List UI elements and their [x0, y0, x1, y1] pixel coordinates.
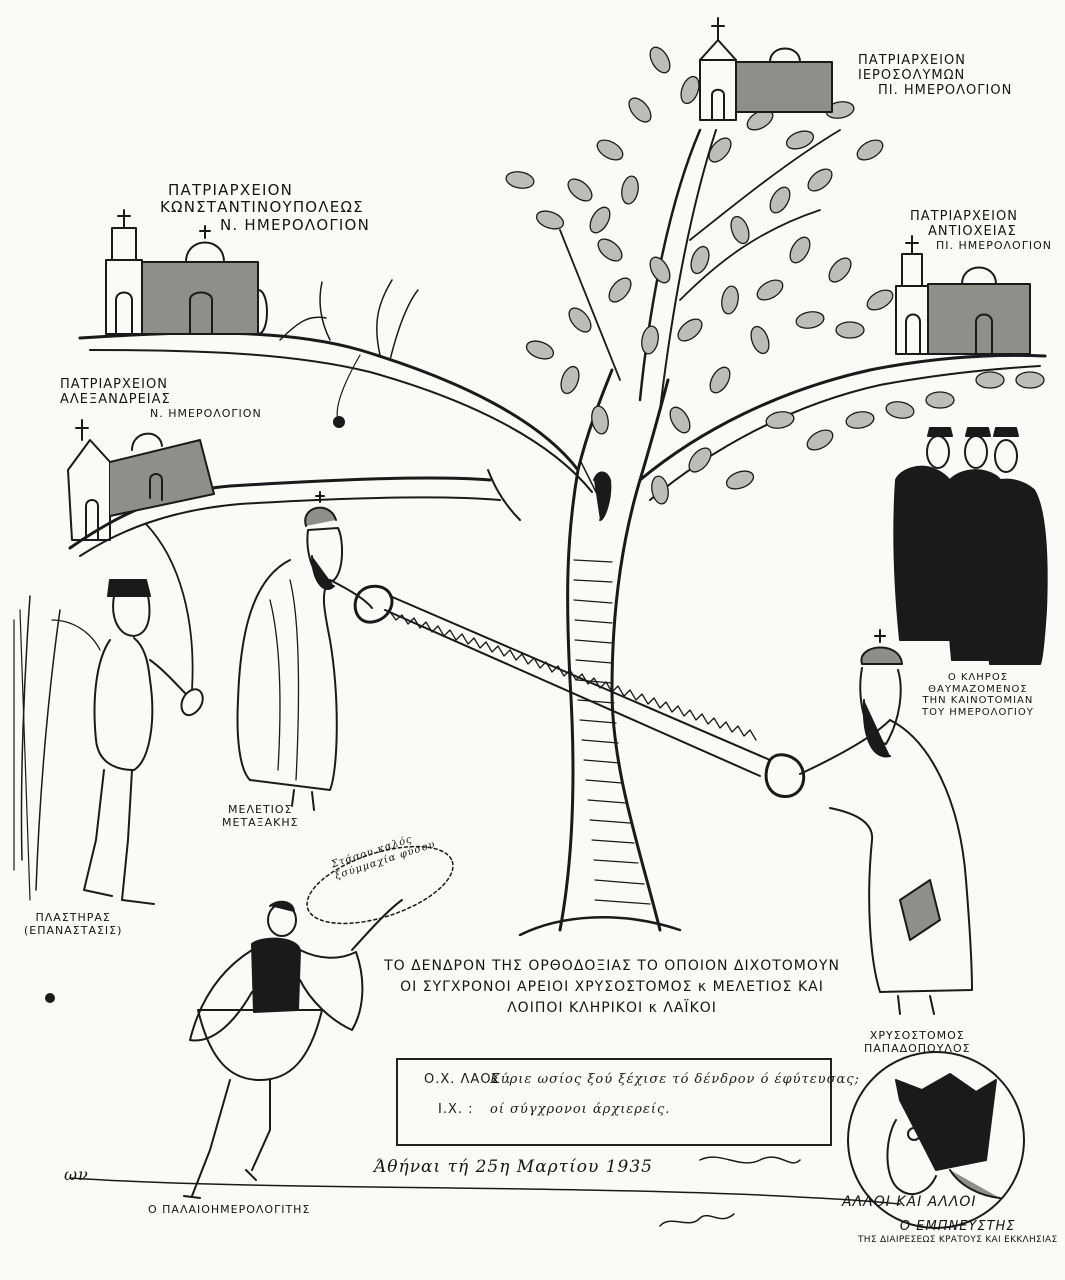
label-line: ΠΑΤΡΙΑΡΧΕΙΟΝ: [60, 377, 168, 392]
label-inspirer-name: ΑΛΛΟΙ ΚΑΙ ΑΛΛΟΙ: [842, 1194, 977, 1210]
figure-inspirer: [847, 1051, 1025, 1229]
saw: [353, 584, 806, 798]
figure-evzone: [183, 845, 454, 1199]
label-antioch: ΠΑΤΡΙΑΡΧΕΙΟΝ ΑΝΤΙΟΧΕΙΑΣ ΠΙ. ΗΜΕΡΟΛΟΓΙΟΝ: [910, 209, 1052, 253]
label-old-calendarist: Ο ΠΑΛΑΙΟΗΜΕΡΟΛΟΓΙΤΗΣ: [148, 1203, 311, 1217]
church-antioch: [895, 235, 1031, 355]
label-line: Ν. ΗΜΕΡΟΛΟΓΙΟΝ: [220, 215, 370, 234]
label-line: ΤΗΝ ΚΑΙΝΟΤΟΜΙΑΝ: [922, 695, 1034, 706]
label-line: ΑΛΛΟΙ ΚΑΙ ΑΛΛΟΙ: [842, 1194, 977, 1210]
dialog-speaker: Ι.Χ. :: [438, 1102, 474, 1117]
label-line: ΤΗΣ ΔΙΑΙΡΕΣΕΩΣ ΚΡΑΤΟΥΣ ΚΑΙ ΕΚΚΛΗΣΙΑΣ: [858, 1234, 1058, 1245]
label-line: ΠΑΤΡΙΑΡΧΕΙΟΝ: [858, 53, 966, 68]
label-line: ΠΑΤΡΙΑΡΧΕΙΟΝ: [168, 181, 294, 199]
label-line: ΧΡΥΣΟΣΤΟΜΟΣ: [869, 1029, 965, 1042]
caption-line: ΤΟ ΔΕΝΔΡΟΝ ΤΗΣ ΟΡΘΟΔΟΞΙΑΣ ΤΟ ΟΠΟΙΟΝ ΔΙΧΟ…: [384, 958, 840, 974]
tree-leaves: [505, 46, 1045, 505]
dialog-row: Ο.Χ. ΛΑΟΣ :Κύριε ωσίος ξού ξέχισε τό δέν…: [424, 1072, 860, 1087]
date-line: Άθήναι τή 25η Μαρτίου 1935: [374, 1157, 653, 1178]
caption-line: ΛΟΙΠΟΙ ΚΛΗΡΙΚΟΙ κ ΛΑΪΚΟΙ: [507, 1000, 717, 1016]
dialog-row: Ι.Χ. : οί σύγχρονοι άρχιερείς.: [424, 1102, 670, 1117]
caption-line: ΟΙ ΣΥΓΧΡΟΝΟΙ ΑΡΕΙΟΙ ΧΡΥΣΟΣΤΟΜΟΣ κ ΜΕΛΕΤΙ…: [400, 979, 824, 995]
label-line: ΚΩΝΣΤΑΝΤΙΝΟΥΠΟΛΕΩΣ: [160, 198, 364, 217]
label-line: ΜΕΤΑΞΑΚΗΣ: [222, 815, 299, 829]
cartoon-caption: ΤΟ ΔΕΝΔΡΟΝ ΤΗΣ ΟΡΘΟΔΟΞΙΑΣ ΤΟ ΟΠΟΙΟΝ ΔΙΧΟ…: [372, 956, 852, 1019]
figure-clergy: [893, 427, 1048, 665]
label-jerusalem: ΠΑΤΡΙΑΡΧΕΙΟΝ ΙΕΡΟΣΟΛΥΜΩΝ ΠΙ. ΗΜΕΡΟΛΟΓΙΟΝ: [858, 53, 1013, 99]
label-line: ΜΕΛΕΤΙΟΣ: [228, 803, 293, 816]
dialog-speaker: Ο.Χ. ΛΑΟΣ :: [424, 1072, 512, 1087]
label-line: Ο ΠΑΛΑΙΟΗΜΕΡΟΛΟΓΙΤΗΣ: [148, 1203, 311, 1216]
label-chrysostomos: ΧΡΥΣΟΣΤΟΜΟΣ ΠΑΠΑΔΟΠΟΥΛΟΣ: [864, 1029, 971, 1055]
label-line: Άθήναι τή 25η Μαρτίου 1935: [374, 1157, 653, 1177]
tree-trunk: [518, 368, 682, 937]
label-line: ΑΛΕΞΑΝΔΡΕΙΑΣ: [60, 391, 171, 407]
label-line: ΠΙ. ΗΜΕΡΟΛΟΓΙΟΝ: [878, 82, 1013, 98]
label-line: ΠΙ. ΗΜΕΡΟΛΟΓΙΟΝ: [936, 238, 1052, 252]
figure-chrysostomos: [799, 629, 973, 1015]
figure-plastiras: [13, 523, 204, 905]
church-jerusalem: [699, 17, 833, 121]
figure-meletios: [236, 491, 373, 811]
label-line: ΠΛΑΣΤΗΡΑΣ: [35, 911, 111, 924]
label-alexandria: ΠΑΤΡΙΑΡΧΕΙΟΝ ΑΛΕΞΑΝΔΡΕΙΑΣ Ν. ΗΜΕΡΟΛΟΓΙΟΝ: [60, 377, 262, 421]
label-clergy: Ο ΚΛΗΡΟΣ ΘΑΥΜΑΖΟΜΕΝΟΣ ΤΗΝ ΚΑΙΝΟΤΟΜΙΑΝ ΤΟ…: [922, 672, 1034, 718]
label-line: Ο ΕΜΠΝΕΥΣΤΗΣ: [899, 1219, 1016, 1234]
label-constantinople: ΠΑΤΡΙΑΡΧΕΙΟΝ ΚΩΝΣΤΑΝΤΙΝΟΥΠΟΛΕΩΣ Ν. ΗΜΕΡΟ…: [160, 181, 370, 234]
church-alexandria: [67, 419, 215, 541]
church-constantinople: [105, 209, 268, 335]
label-line: ΘΑΥΜΑΖΟΜΕΝΟΣ: [928, 683, 1028, 695]
dialog-text: Κύριε ωσίος ξού ξέχισε τό δένδρον ό έφύτ…: [490, 1072, 860, 1087]
dialog-box: Ο.Χ. ΛΑΟΣ :Κύριε ωσίος ξού ξέχισε τό δέν…: [396, 1058, 859, 1146]
label-line: ΠΑΤΡΙΑΡΧΕΙΟΝ: [910, 209, 1018, 224]
label-line: Ν. ΗΜΕΡΟΛΟΓΙΟΝ: [150, 406, 262, 420]
label-line: ΤΟΥ ΗΜΕΡΟΛΟΓΙΟΥ: [922, 706, 1034, 718]
label-line: ΑΝΤΙΟΧΕΙΑΣ: [928, 223, 1017, 239]
label-left-margin: ων: [64, 1165, 89, 1184]
label-line: Ο ΚΛΗΡΟΣ: [947, 672, 1009, 683]
label-meletios: ΜΕΛΕΤΙΟΣ ΜΕΤΑΞΑΚΗΣ: [222, 803, 299, 829]
label-line: ΠΑΠΑΔΟΠΟΥΛΟΣ: [864, 1041, 971, 1055]
dialog-text: οί σύγχρονοι άρχιερείς.: [490, 1102, 671, 1117]
label-inspirer: Ο ΕΜΠΝΕΥΣΤΗΣ ΤΗΣ ΔΙΑΙΡΕΣΕΩΣ ΚΡΑΤΟΥΣ ΚΑΙ …: [858, 1219, 1058, 1245]
label-plastiras: ΠΛΑΣΤΗΡΑΣ (ΕΠΑΝΑΣΤΑΣΙΣ): [24, 911, 123, 937]
label-line: ΙΕΡΟΣΟΛΥΜΩΝ: [858, 67, 966, 83]
label-line: (ΕΠΑΝΑΣΤΑΣΙΣ): [24, 923, 123, 937]
label-line: ων: [64, 1165, 89, 1184]
